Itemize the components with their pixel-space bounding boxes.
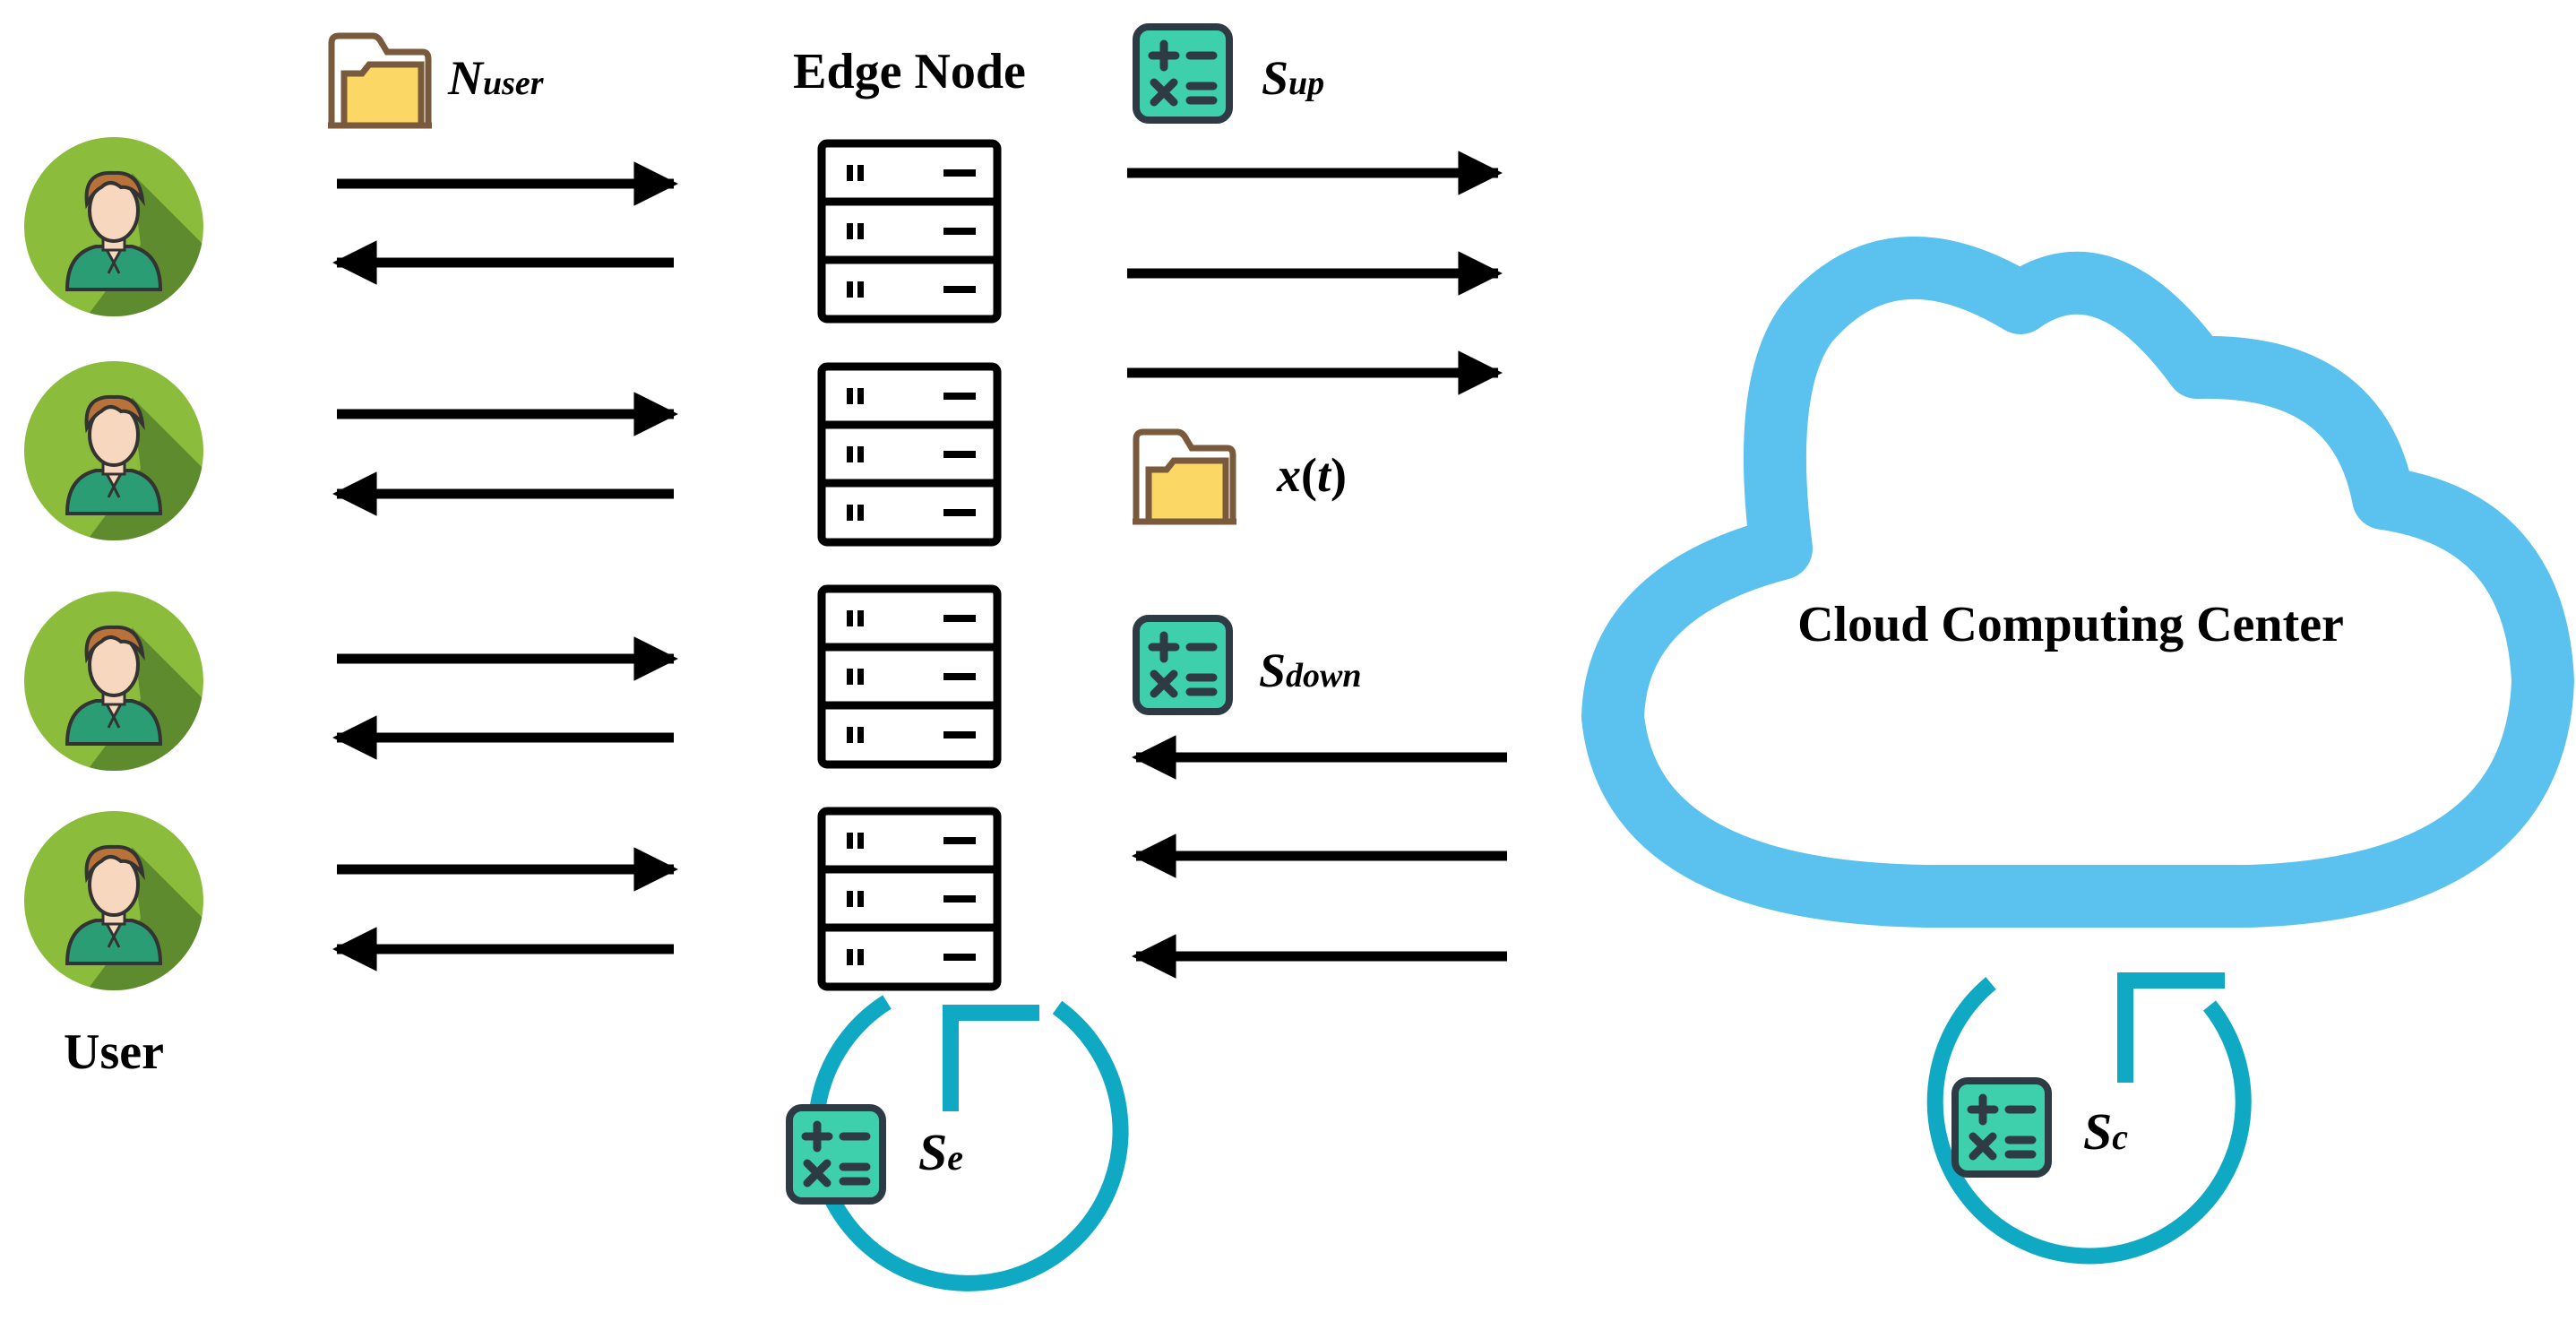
calculator-icon <box>789 1108 883 1201</box>
s-down-label: Sdown <box>1259 643 1362 697</box>
server-rack-icon <box>822 367 997 542</box>
user-edge-arrows <box>332 161 678 972</box>
server-rack-icon <box>822 589 997 764</box>
n-user-label: Nuser <box>447 51 545 105</box>
cloud-icon <box>1581 237 2574 928</box>
cloud-edge-down-arrows <box>1132 735 1507 979</box>
calculator-icon <box>1136 27 1229 120</box>
s-e-label: Se <box>918 1123 963 1181</box>
edge-cloud-up-arrows <box>1127 151 1503 395</box>
folder-icon <box>1133 432 1236 522</box>
loop-arrow-icon <box>807 995 1129 1291</box>
edge-node-label: Edge Node <box>793 44 1026 99</box>
folder-icon <box>328 36 432 125</box>
server-rack-icon <box>822 143 997 319</box>
user-avatar-icon <box>24 137 239 352</box>
cloud-label: Cloud Computing Center <box>1797 597 2344 652</box>
calculator-icon <box>1955 1081 2048 1174</box>
user-avatar-icon <box>24 361 239 576</box>
user-label: User <box>64 1024 164 1080</box>
s-up-label: Sup <box>1262 51 1324 105</box>
s-c-label: Sc <box>2083 1102 2128 1161</box>
x-t-label: x(t) <box>1276 448 1347 502</box>
user-avatar-icon <box>24 811 239 1026</box>
calculator-icon <box>1136 618 1229 712</box>
server-rack-icon <box>822 811 997 987</box>
user-avatar-icon <box>24 592 239 807</box>
loop-arrow-icon <box>1926 972 2252 1265</box>
